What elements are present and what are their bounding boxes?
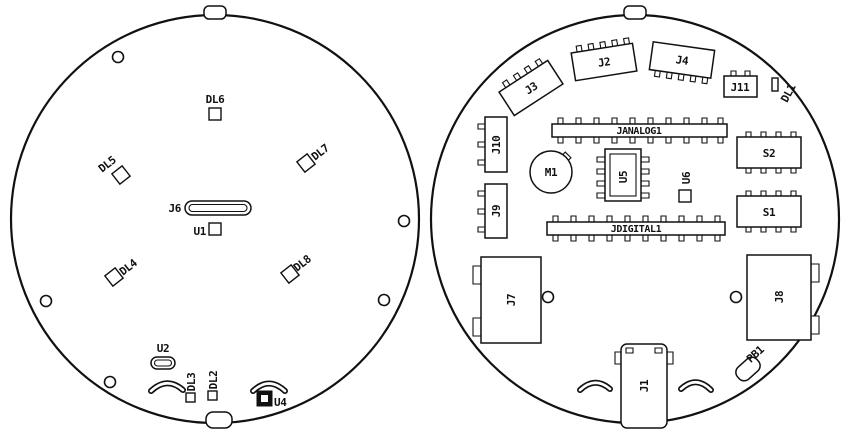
battery-clip-arc-core [149, 381, 185, 393]
j8-body [746, 254, 812, 341]
j1-label-group: J1 [638, 379, 651, 392]
battery-clip-arc-core [679, 380, 713, 392]
board-top-view: J3 J2 J4 J11 DL1 JANALOG1 [429, 5, 841, 429]
j3-body [498, 59, 564, 117]
j1-inner-tabs [625, 347, 663, 354]
mounting-hole [39, 294, 53, 308]
s1-label: S1 [763, 206, 776, 219]
battery-clip-arc-core [251, 382, 287, 393]
pb1-body [735, 356, 761, 382]
dl6-label: DL6 [206, 93, 225, 106]
s2-body [736, 136, 802, 169]
j1-body [620, 343, 668, 429]
j8-label-group: J8 [773, 291, 786, 303]
dl3-label-group: DL3 [185, 373, 198, 392]
j6-label: J6 [169, 202, 182, 215]
dl7-led-pad [295, 152, 317, 174]
j9-body [484, 183, 508, 239]
dl3-label: DL3 [185, 373, 198, 392]
dl6-led-pad [208, 107, 222, 121]
jdigital1-label: JDIGITAL1 [611, 224, 662, 235]
mounting-hole [729, 290, 743, 304]
board-bottom-view: DL6 DL5 DL7 J6 U1 DL4 DL8 [9, 5, 421, 429]
jdigital1-body [546, 221, 726, 236]
j2-label: J2 [597, 55, 611, 70]
j7-label-group: J7 [505, 294, 518, 306]
j1-label: J1 [638, 379, 651, 392]
u4-body-core [261, 395, 268, 402]
j3-connector: J3 [498, 57, 564, 117]
dl3-led-pad [185, 392, 196, 403]
dl8-led-pad [279, 263, 301, 285]
mounting-hole [397, 214, 411, 228]
dl4-led-pad [103, 266, 125, 288]
u6-label: U6 [680, 171, 693, 184]
mounting-hole [377, 293, 391, 307]
dl2-led-pad [207, 390, 218, 401]
u2-label: U2 [157, 342, 169, 355]
j10-label-group: J10 [490, 136, 503, 155]
bottom-edge-notch-left [205, 411, 233, 429]
s1-body [736, 195, 802, 228]
j7-label: J7 [505, 294, 518, 306]
j9-label-group: J9 [490, 205, 503, 217]
board-outline-left [9, 13, 421, 425]
dl5-led-pad [110, 164, 132, 186]
dl1-led-pad [771, 77, 779, 92]
u5-pins-right [640, 156, 650, 199]
j2-body [570, 42, 638, 82]
s2-label: S2 [763, 147, 775, 160]
j4-pins [653, 69, 709, 85]
u5-body-inner [609, 153, 637, 197]
j6-connector-slot [188, 203, 248, 213]
j11-body [723, 75, 758, 98]
j3-label: J3 [523, 80, 541, 98]
dl2-label-group: DL2 [207, 371, 220, 390]
j10-label: J10 [490, 136, 503, 155]
pb1-body-group [735, 356, 761, 382]
u4-label: U4 [274, 396, 287, 409]
dl2-label: DL2 [207, 371, 220, 390]
m1-body [529, 150, 573, 194]
j8-label: J8 [773, 291, 786, 303]
u1-label: U1 [194, 225, 207, 238]
j4-body [648, 40, 716, 80]
j10-body [484, 116, 508, 173]
janalog1-body [551, 123, 728, 138]
jdigital1-pins-bottom [552, 234, 721, 242]
u5-label-group: U5 [617, 171, 630, 183]
j4-connector: J4 [648, 40, 716, 85]
top-edge-notch-left [203, 5, 227, 20]
j4-label: J4 [675, 53, 690, 68]
m1-label: M1 [545, 166, 558, 179]
battery-clip-arc-core [578, 381, 612, 392]
j11-label: J11 [731, 81, 750, 94]
mounting-hole [111, 50, 125, 64]
u6-body [678, 189, 692, 203]
janalog1-label: JANALOG1 [617, 126, 662, 137]
j2-connector: J2 [570, 37, 638, 82]
j7-body [480, 256, 542, 344]
u2-body-inner [153, 359, 173, 367]
j9-label: J9 [490, 205, 503, 217]
u1-body [208, 222, 222, 236]
mounting-hole [541, 290, 555, 304]
mounting-hole [103, 375, 117, 389]
u6-label-group: U6 [680, 171, 693, 184]
u5-label: U5 [617, 171, 630, 183]
top-edge-notch-right [623, 5, 647, 20]
